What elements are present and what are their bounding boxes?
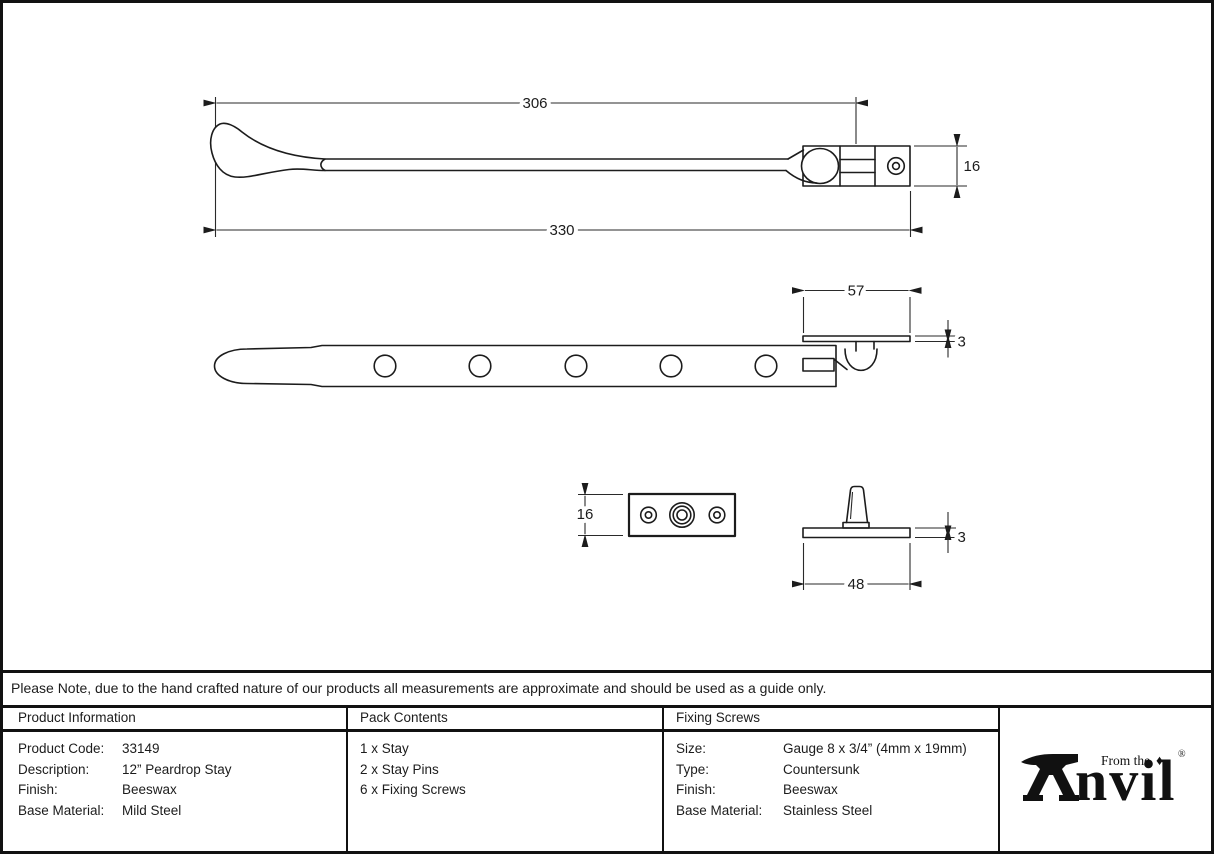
base-material-label: Base Material: — [18, 803, 105, 818]
header-bottom-border — [0, 729, 999, 732]
dim-16-side: 16 — [964, 158, 981, 175]
plate-screw-hole — [639, 506, 658, 524]
pivot-screw-hole — [886, 156, 906, 176]
stay-hole — [659, 354, 683, 378]
logo-brand-text: nvil — [1075, 748, 1177, 804]
logo-prefix-text: From the — [1101, 753, 1150, 768]
keeper-plate — [802, 335, 911, 343]
anvil-icon — [1021, 754, 1079, 801]
pin-base-plate — [802, 527, 911, 539]
teardrop-loop — [800, 147, 840, 185]
diamond-icon: ♦ — [1156, 754, 1163, 769]
dim-57: 57 — [848, 283, 865, 300]
dim-48: 48 — [848, 576, 865, 593]
note-top-border — [0, 670, 1214, 673]
pack-item: 6 x Fixing Screws — [360, 782, 466, 797]
finish-value: Beeswax — [122, 782, 177, 797]
dim-330: 330 — [549, 222, 574, 239]
stay-plan-view: 57 3 — [213, 279, 970, 388]
stay-hole — [754, 354, 778, 378]
screw-finish-label: Finish: — [676, 782, 716, 797]
anvil-logo: nvil From the ♦ ® — [1021, 748, 1186, 804]
header-product-information: Product Information — [18, 710, 136, 725]
dim-306: 306 — [522, 95, 547, 112]
column-divider — [661, 705, 664, 851]
plate-screw-hole — [708, 506, 726, 524]
stay-hole — [564, 354, 588, 378]
dim-16-plate: 16 — [577, 506, 594, 523]
keeper-hook — [844, 348, 878, 372]
product-code-label: Product Code: — [18, 741, 105, 756]
column-divider — [997, 705, 1000, 851]
pin-cone — [845, 485, 869, 524]
stay-slot — [802, 357, 835, 372]
note-bottom-border — [0, 705, 1214, 708]
screw-type-label: Type: — [676, 762, 710, 777]
screw-size-value: Gauge 8 x 3/4” (4mm x 19mm) — [783, 741, 967, 756]
description-label: Description: — [18, 762, 90, 777]
product-code-value: 33149 — [122, 741, 160, 756]
header-pack-contents: Pack Contents — [360, 710, 448, 725]
screw-type-value: Countersunk — [783, 762, 860, 777]
base-material-value: Mild Steel — [122, 803, 182, 818]
measurement-note: Please Note, due to the hand crafted nat… — [11, 680, 827, 696]
stay-hole — [373, 354, 397, 378]
plate-centre-boss — [668, 501, 695, 528]
registered-mark: ® — [1178, 749, 1186, 760]
finish-label: Finish: — [18, 782, 58, 797]
screw-finish-value: Beeswax — [783, 782, 838, 797]
technical-drawing: 306 330 16 — [203, 91, 984, 597]
screw-size-label: Size: — [676, 741, 707, 756]
stay-hole — [468, 354, 492, 378]
peardrop-handle — [209, 122, 326, 179]
stay-side-view: 306 330 16 — [203, 91, 984, 243]
stay-pin-plate: 16 — [573, 483, 737, 547]
dim-3-keeper: 3 — [958, 334, 966, 351]
dim-3-pin: 3 — [958, 529, 966, 546]
header-fixing-screws: Fixing Screws — [676, 710, 761, 725]
pack-item: 1 x Stay — [360, 741, 409, 756]
pack-item: 2 x Stay Pins — [360, 762, 439, 777]
column-divider — [345, 705, 348, 851]
stay-bar-outline — [213, 344, 837, 388]
screw-base-material-label: Base Material: — [676, 803, 763, 818]
description-value: 12” Peardrop Stay — [122, 762, 232, 777]
screw-base-material-value: Stainless Steel — [783, 803, 873, 818]
stay-pin: 3 48 — [792, 485, 970, 597]
